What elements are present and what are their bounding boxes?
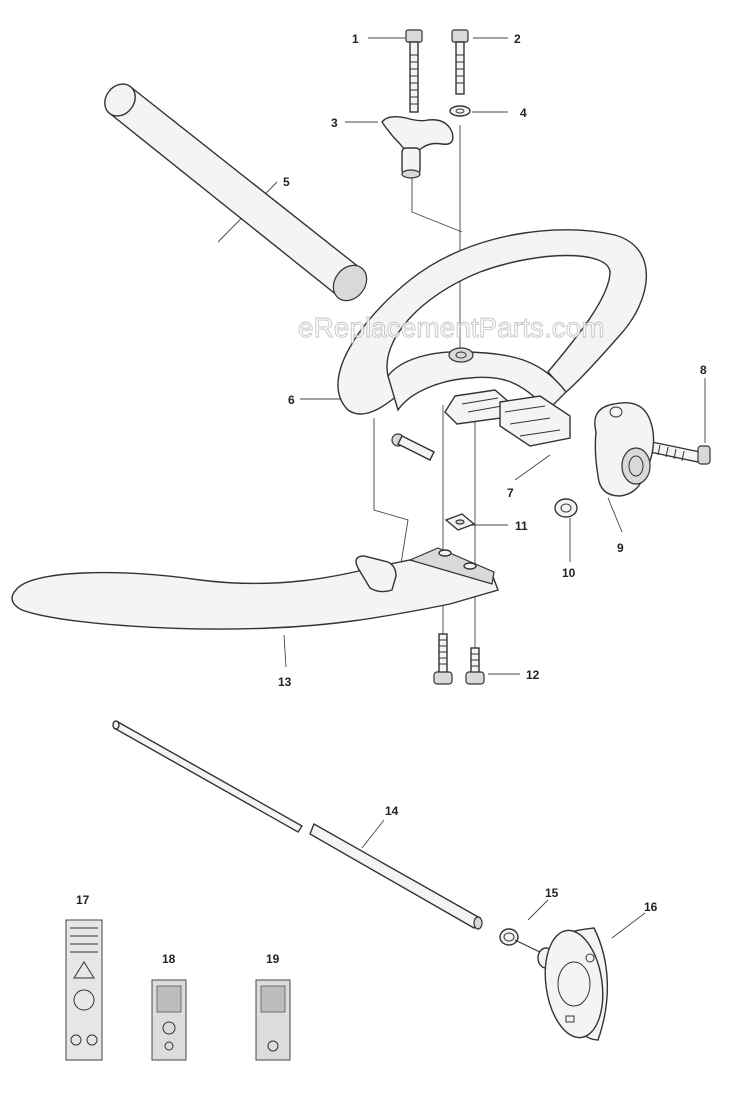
decal-18 [151,979,187,1061]
callout-11: 11 [515,519,528,533]
clamp-7 [499,395,571,447]
callout-14: 14 [385,804,399,818]
nut-10 [554,498,578,518]
square-nut-11 [444,513,476,531]
callout-10: 10 [562,566,576,580]
decal-17 [65,919,103,1061]
callout-7: 7 [507,486,514,500]
bolts-12 [433,633,485,685]
callout-16: 16 [644,900,658,914]
handle-bar-13 [11,547,499,630]
screw-6b [391,433,435,461]
callout-6: 6 [288,393,295,407]
wing-knob-3 [381,115,454,179]
bolt-2 [451,29,469,95]
callout-5: 5 [283,175,290,189]
tube-5 [104,83,368,302]
decal-19 [255,979,291,1061]
callout-13: 13 [278,675,292,689]
bolt-1 [405,29,423,113]
bolt-8 [649,441,711,465]
callout-labels: 1 2 3 4 5 6 7 8 9 10 11 12 13 14 15 16 1… [76,32,707,966]
callout-1: 1 [352,32,359,46]
callout-3: 3 [331,116,338,130]
callout-8: 8 [700,363,707,377]
o-ring-15 [499,928,519,946]
drive-shaft-14 [112,720,483,930]
callout-2: 2 [514,32,521,46]
leader-lines [217,37,706,939]
clutch-drum-16 [514,927,609,1041]
callout-19: 19 [266,952,280,966]
callout-18: 18 [162,952,176,966]
callout-12: 12 [526,668,540,682]
callout-15: 15 [545,886,559,900]
watermark: eReplacementParts.com [298,312,605,343]
callout-9: 9 [617,541,624,555]
bracket-9 [594,402,655,497]
callout-4: 4 [520,106,527,120]
washer-4 [449,105,471,117]
callout-17: 17 [76,893,90,907]
